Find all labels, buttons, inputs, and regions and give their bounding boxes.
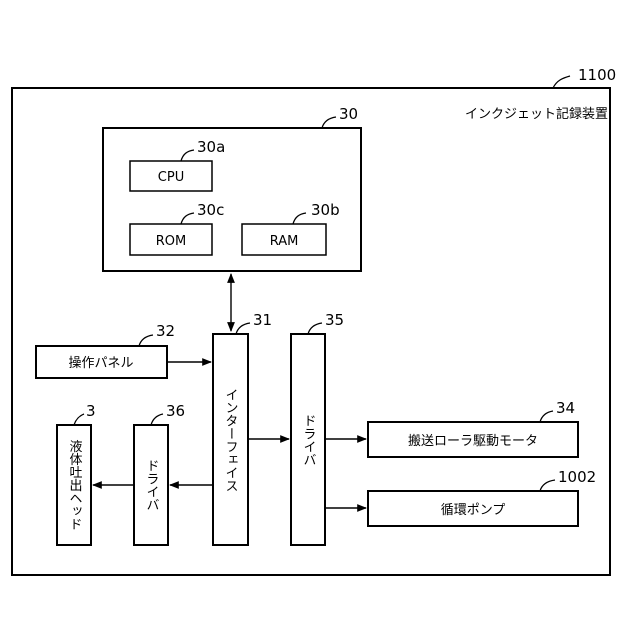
device-ref-leader <box>553 76 570 88</box>
pump-label: 循環ポンプ <box>441 503 506 518</box>
ram-label: RAM <box>270 234 299 249</box>
ram-ref: 30b <box>311 201 340 219</box>
cpu-ref: 30a <box>197 138 225 156</box>
device-ref: 1100 <box>578 66 616 84</box>
driver-left-label: ドライバ <box>144 459 160 511</box>
motor-label: 搬送ローラ駆動モータ <box>408 434 538 449</box>
motor-ref: 34 <box>556 399 575 417</box>
interface-ref: 31 <box>253 311 272 329</box>
rom-label: ROM <box>156 234 186 249</box>
cpu-label: CPU <box>158 170 184 185</box>
pump-ref: 1002 <box>558 468 596 486</box>
panel-label: 操作パネル <box>68 355 133 371</box>
panel-ref: 32 <box>156 322 175 340</box>
rom-ref: 30c <box>197 201 224 219</box>
driver-right-label: ドライバ <box>301 414 317 466</box>
head-ref: 3 <box>86 402 96 420</box>
driver-right-ref: 35 <box>325 311 344 329</box>
controller-ref: 30 <box>339 105 358 123</box>
head-label: 液体吐出ヘッド <box>67 440 83 531</box>
driver-left-ref: 36 <box>166 402 185 420</box>
device-label: インクジェット記録装置 <box>465 106 608 122</box>
interface-label: インターフェイス <box>223 388 238 492</box>
